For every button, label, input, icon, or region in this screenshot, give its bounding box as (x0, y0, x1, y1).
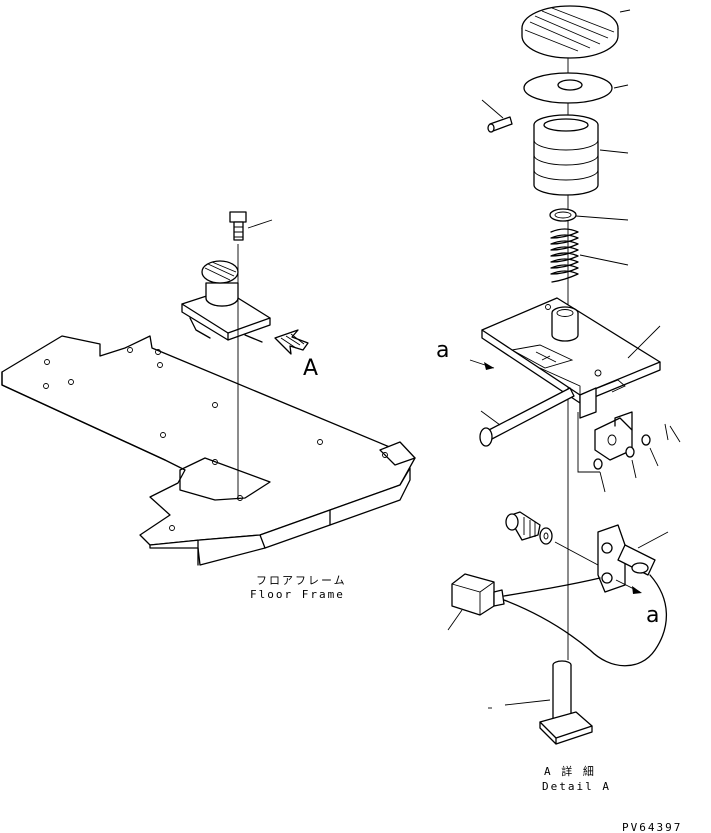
spring (550, 228, 629, 283)
pedal-assembly-small (181, 260, 271, 343)
bracket (577, 411, 681, 493)
pedal-pad (521, 5, 631, 59)
stopper-post (488, 660, 593, 745)
detail-a-label-jp: A 詳 細 (544, 765, 596, 778)
view-arrow-label: A (303, 356, 318, 381)
ring (549, 208, 629, 222)
connector-cable (447, 573, 668, 667)
section-arrow-a-bottom (615, 579, 642, 594)
drawing-id: PV64397 (622, 821, 683, 833)
floor-frame-label-en: Floor Frame (250, 588, 345, 601)
rubber-boot (533, 114, 629, 196)
pin (481, 99, 513, 133)
section-label-a-bottom: a (646, 603, 659, 628)
sensor-switch (554, 524, 669, 593)
floor-frame (1, 335, 416, 566)
view-arrow-a (274, 329, 309, 355)
section-arrow-a-top (469, 359, 495, 370)
bolt-detail (505, 511, 553, 545)
section-label-a-top: a (436, 338, 449, 363)
base-plate (481, 297, 661, 419)
bolt-small (229, 211, 273, 241)
washer (523, 72, 629, 104)
clevis-pin (479, 387, 575, 447)
detail-a-label-en: Detail A (542, 780, 611, 793)
floor-frame-label-jp: フロアフレーム (256, 574, 347, 587)
